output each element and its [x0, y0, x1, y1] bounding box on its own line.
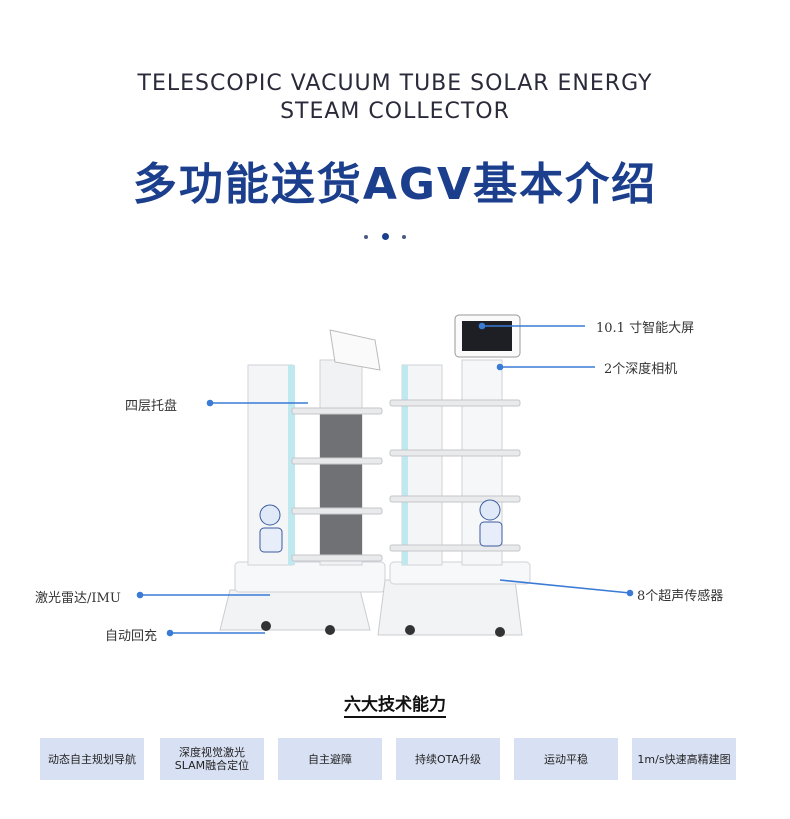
tech-item: 自主避障: [278, 738, 382, 780]
tech-item: 深度视觉激光SLAM融合定位: [160, 738, 264, 780]
robot-diagram: 10.1 寸智能大屏 2个深度相机 四层托盘 激光雷达/IMU 自动回充 8个超…: [30, 300, 770, 660]
label-trays: 四层托盘: [125, 399, 178, 414]
label-sensors: 8个超声传感器: [637, 589, 724, 604]
tech-heading: 六大技术能力: [0, 690, 790, 718]
label-screen: 10.1 寸智能大屏: [596, 321, 695, 336]
tech-item: 1m/s快速高精建图: [632, 738, 736, 780]
right-robot: [377, 314, 531, 637]
label-cameras: 2个深度相机: [604, 362, 678, 377]
subtitle: TELESCOPIC VACUUM TUBE SOLAR ENERGY STEA…: [0, 70, 790, 126]
label-lidar: 激光雷达/IMU: [35, 591, 121, 606]
decorative-dots: [364, 232, 424, 242]
subtitle-line-2: STEAM COLLECTOR: [280, 99, 510, 124]
tech-item: 持续OTA升级: [396, 738, 500, 780]
left-robot: [219, 329, 386, 635]
label-charging: 自动回充: [105, 629, 158, 644]
tech-list: 动态自主规划导航 深度视觉激光SLAM融合定位 自主避障 持续OTA升级 运动平…: [40, 738, 760, 780]
dot-icon: [382, 233, 389, 240]
dot-icon: [402, 235, 406, 239]
tech-heading-text: 六大技术能力: [344, 695, 446, 718]
tech-item: 动态自主规划导航: [40, 738, 144, 780]
page-title: 多功能送货AGV基本介绍: [132, 159, 658, 210]
robot-illustration: [136, 314, 634, 637]
dot-icon: [364, 235, 368, 239]
subtitle-line-1: TELESCOPIC VACUUM TUBE SOLAR ENERGY: [137, 71, 653, 96]
tech-item: 运动平稳: [514, 738, 618, 780]
